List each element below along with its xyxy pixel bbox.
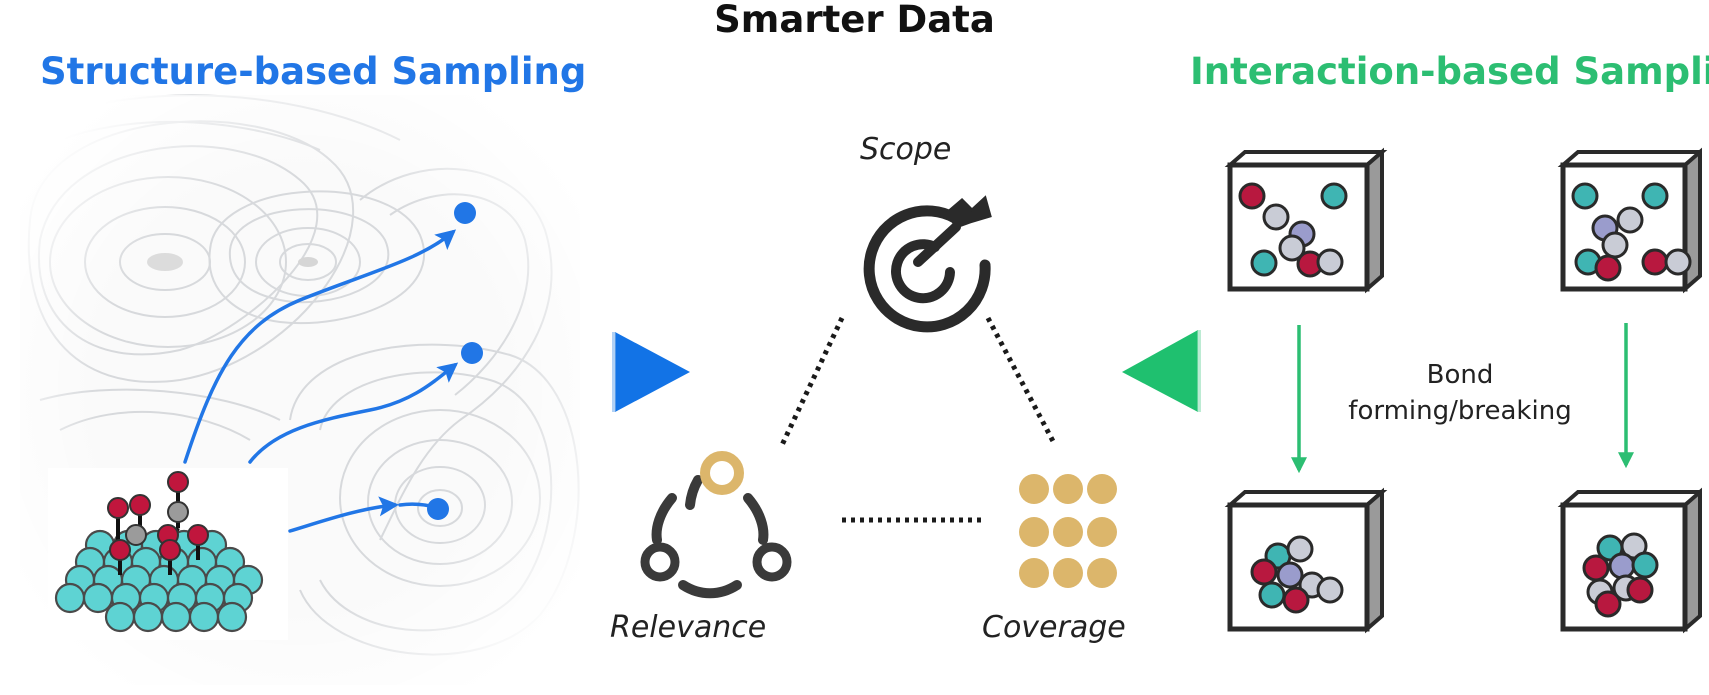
- sample-point-1: [454, 202, 476, 224]
- dotted-connections: [779, 316, 1058, 523]
- target-icon: [863, 195, 992, 333]
- bond-label-line2: forming/breaking: [1348, 396, 1572, 426]
- sample-point-3: [427, 498, 449, 520]
- relevance-label: Relevance: [610, 610, 767, 645]
- simulation-box-bottom-left: [1224, 487, 1388, 634]
- scope-label: Scope: [860, 132, 952, 167]
- bond-label: Bond forming/breaking: [1330, 357, 1590, 429]
- trajectory-2: [248, 362, 459, 464]
- trajectory-3: [288, 496, 399, 533]
- catalyst-slab: [48, 468, 288, 640]
- coverage-icon: [1019, 474, 1117, 588]
- trajectory-1: [183, 229, 457, 464]
- relevance-icon: [640, 451, 792, 599]
- bond-label-line1: Bond: [1426, 360, 1494, 390]
- blue-triangle-arrow: [612, 332, 690, 412]
- interaction-sampling-title: Interaction-based Sampling: [1190, 50, 1709, 93]
- coverage-label: Coverage: [982, 610, 1126, 645]
- green-triangle-arrow: [1122, 330, 1201, 412]
- simulation-box-top-right: [1557, 147, 1702, 294]
- sample-point-2: [461, 342, 483, 364]
- page-title: Smarter Data: [714, 0, 995, 41]
- simulation-box-bottom-right: [1557, 487, 1702, 634]
- transition-arrows: [1291, 323, 1634, 474]
- structure-sampling-title: Structure-based Sampling: [40, 50, 587, 93]
- simulation-box-top-left: [1224, 147, 1388, 294]
